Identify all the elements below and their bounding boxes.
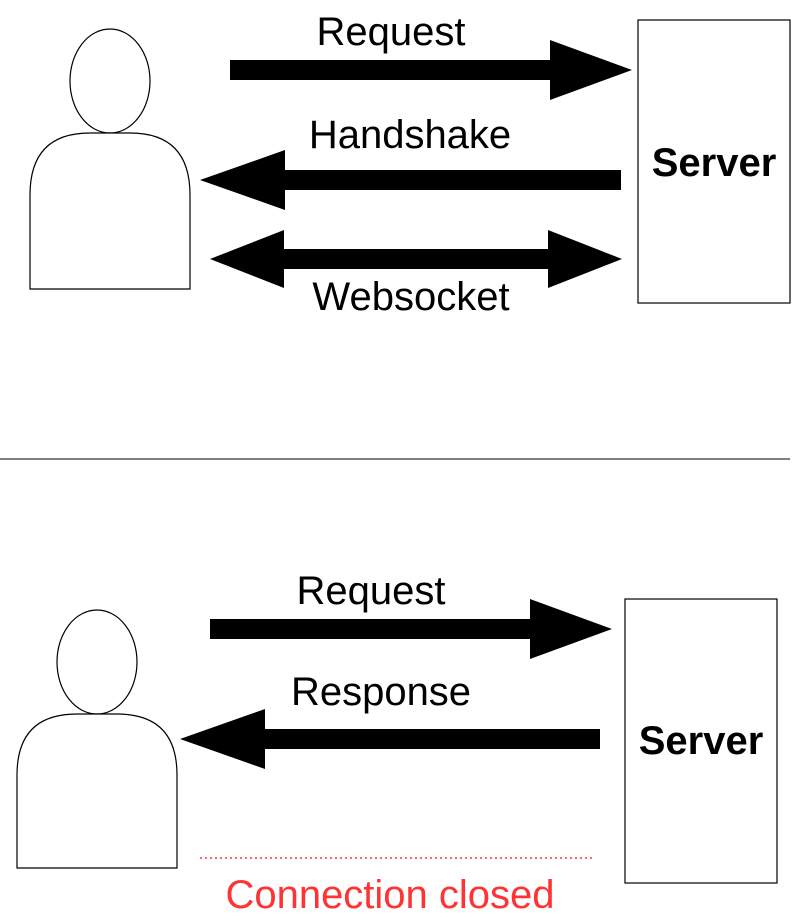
handshake-arrow [200, 150, 621, 210]
user-figure-top [29, 28, 191, 290]
user-head [69, 28, 151, 134]
server-label-top: Server [652, 141, 777, 185]
server-box-top [637, 19, 791, 304]
top-diagram: Request Handshake Websocket Server [29, 10, 791, 319]
server-label-bottom: Server [639, 719, 764, 763]
request-arrow-bottom [210, 599, 612, 659]
websocket-label: Websocket [312, 275, 509, 319]
server-box-bottom [624, 598, 778, 884]
request-label-bottom: Request [297, 569, 446, 613]
connection-closed-label: Connection closed [225, 873, 554, 917]
response-arrow [180, 709, 600, 769]
user-body [16, 713, 178, 869]
response-label: Response [291, 670, 471, 714]
websocket-double-arrow [210, 230, 622, 288]
user-head [56, 609, 138, 715]
request-label-top: Request [317, 10, 466, 54]
request-arrow-top [230, 40, 632, 100]
user-body [29, 132, 191, 290]
bottom-diagram: Request Response Server Connection close… [16, 569, 778, 917]
user-figure-bottom [16, 609, 178, 869]
handshake-label: Handshake [309, 113, 511, 157]
